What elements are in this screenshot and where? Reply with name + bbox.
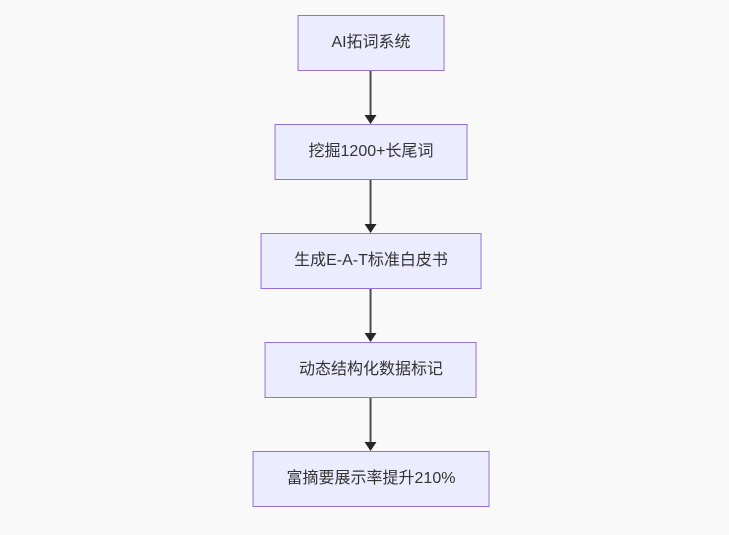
flow-node-longtail-mining: 挖掘1200+长尾词 bbox=[274, 124, 468, 180]
node-label: 生成E-A-T标准白皮书 bbox=[294, 252, 448, 269]
edge-connector-1 bbox=[365, 71, 377, 124]
node-label: 富摘要展示率提升210% bbox=[286, 470, 456, 487]
edge-line bbox=[370, 398, 372, 443]
node-label: 挖掘1200+长尾词 bbox=[308, 143, 434, 160]
flow-node-ai-keyword-system: AI拓词系统 bbox=[297, 15, 445, 71]
arrowhead-down-icon bbox=[365, 115, 377, 124]
edge-line bbox=[370, 289, 372, 334]
flow-node-eat-whitepaper: 生成E-A-T标准白皮书 bbox=[260, 233, 482, 289]
flow-node-structured-data-markup: 动态结构化数据标记 bbox=[264, 342, 477, 398]
node-label: 动态结构化数据标记 bbox=[298, 361, 443, 378]
edge-line bbox=[370, 71, 372, 116]
edge-connector-3 bbox=[365, 289, 377, 342]
arrowhead-down-icon bbox=[365, 442, 377, 451]
flow-node-rich-snippet-rate: 富摘要展示率提升210% bbox=[252, 451, 490, 507]
node-label: AI拓词系统 bbox=[331, 34, 411, 51]
flowchart: AI拓词系统 挖掘1200+长尾词 生成E-A-T标准白皮书 动态结构化数据标记 bbox=[252, 15, 490, 507]
edge-line bbox=[370, 180, 372, 225]
edge-connector-2 bbox=[365, 180, 377, 233]
edge-connector-4 bbox=[365, 398, 377, 451]
arrowhead-down-icon bbox=[365, 224, 377, 233]
arrowhead-down-icon bbox=[365, 333, 377, 342]
